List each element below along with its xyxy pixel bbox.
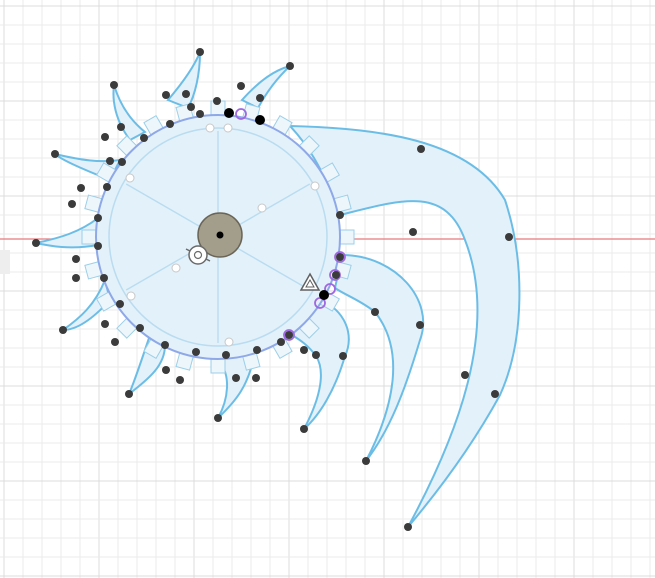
selected-point-2[interactable]: [334, 251, 346, 263]
sketch-point[interactable]: [336, 253, 344, 261]
sketch-point[interactable]: [192, 348, 200, 356]
sketch-point[interactable]: [187, 103, 195, 111]
sketch-point[interactable]: [505, 233, 513, 241]
sketch-point[interactable]: [68, 200, 76, 208]
construction-point[interactable]: [171, 263, 181, 273]
blade-large-2[interactable]: [333, 253, 425, 462]
sketch-point[interactable]: [336, 211, 344, 219]
sketch-point[interactable]: [72, 255, 80, 263]
sketch-point[interactable]: [461, 371, 469, 379]
sketch-point[interactable]: [94, 242, 102, 250]
sketch-point[interactable]: [404, 523, 412, 531]
sketch-point[interactable]: [409, 228, 417, 236]
construction-point[interactable]: [205, 123, 215, 133]
sketch-point[interactable]: [176, 376, 184, 384]
sketch-point[interactable]: [72, 274, 80, 282]
sketch-point[interactable]: [339, 352, 347, 360]
sketch-point[interactable]: [162, 91, 170, 99]
sketch-point[interactable]: [237, 82, 245, 90]
selected-point-4[interactable]: [324, 283, 336, 295]
blade-small-1[interactable]: [166, 51, 201, 110]
construction-point[interactable]: [257, 203, 267, 213]
sketch-point[interactable]: [125, 390, 133, 398]
gear-constraint-icon[interactable]: [185, 245, 211, 265]
sketch-point[interactable]: [94, 214, 102, 222]
sketch-point[interactable]: [101, 133, 109, 141]
sketch-point[interactable]: [32, 239, 40, 247]
sketch-point[interactable]: [140, 134, 148, 142]
sketch-point[interactable]: [214, 414, 222, 422]
sketch-point[interactable]: [312, 351, 320, 359]
sketch-point[interactable]: [100, 274, 108, 282]
sketch-point[interactable]: [417, 145, 425, 153]
construction-point[interactable]: [310, 181, 320, 191]
sketch-point[interactable]: [371, 308, 379, 316]
fixed-sketch-point[interactable]: [319, 290, 329, 300]
selected-point-1[interactable]: [235, 108, 247, 120]
sketch-point[interactable]: [332, 271, 340, 279]
sketch-point[interactable]: [277, 338, 285, 346]
sketch-point[interactable]: [300, 425, 308, 433]
sketch-point[interactable]: [300, 346, 308, 354]
sketch-point[interactable]: [232, 374, 240, 382]
sketch-point[interactable]: [182, 90, 190, 98]
sketch-point[interactable]: [491, 390, 499, 398]
sketch-point[interactable]: [362, 457, 370, 465]
sketch-point[interactable]: [77, 184, 85, 192]
sketch-point[interactable]: [222, 351, 230, 359]
sketch-point[interactable]: [286, 62, 294, 70]
sketch-point[interactable]: [118, 158, 126, 166]
sketch-point[interactable]: [196, 110, 204, 118]
fixed-sketch-point[interactable]: [224, 108, 234, 118]
sketch-point[interactable]: [103, 183, 111, 191]
hub-center-point[interactable]: [216, 231, 224, 239]
sketch-point[interactable]: [196, 48, 204, 56]
sketch-point[interactable]: [106, 157, 114, 165]
wheel-construction-points: [125, 123, 320, 347]
left-edge-marker: [0, 250, 10, 274]
construction-point[interactable]: [223, 123, 233, 133]
construction-point[interactable]: [126, 291, 136, 301]
sketch-point[interactable]: [252, 374, 260, 382]
wheel-inner-circle[interactable]: [108, 127, 328, 347]
sketch-point[interactable]: [59, 326, 67, 334]
sketch-point[interactable]: [116, 300, 124, 308]
fixed-sketch-point[interactable]: [255, 115, 265, 125]
selected-point-6[interactable]: [283, 329, 295, 341]
sketch-point[interactable]: [117, 123, 125, 131]
sketch-point[interactable]: [416, 321, 424, 329]
sketch-point[interactable]: [213, 97, 221, 105]
sketch-point[interactable]: [110, 81, 118, 89]
sketch-point[interactable]: [256, 94, 264, 102]
sketch-point[interactable]: [285, 331, 293, 339]
construction-point[interactable]: [224, 337, 234, 347]
sketch-point[interactable]: [162, 366, 170, 374]
sketch-points: [32, 48, 513, 531]
sketch-point[interactable]: [136, 324, 144, 332]
sketch-point[interactable]: [111, 338, 119, 346]
sketch-point[interactable]: [51, 150, 59, 158]
sketch-point[interactable]: [161, 341, 169, 349]
blade-small-2[interactable]: [240, 65, 291, 110]
sketch-point[interactable]: [166, 120, 174, 128]
triangle-constraint-icon[interactable]: [299, 272, 321, 291]
sketch-point[interactable]: [101, 320, 109, 328]
construction-point[interactable]: [125, 173, 135, 183]
sketch-point[interactable]: [253, 346, 261, 354]
